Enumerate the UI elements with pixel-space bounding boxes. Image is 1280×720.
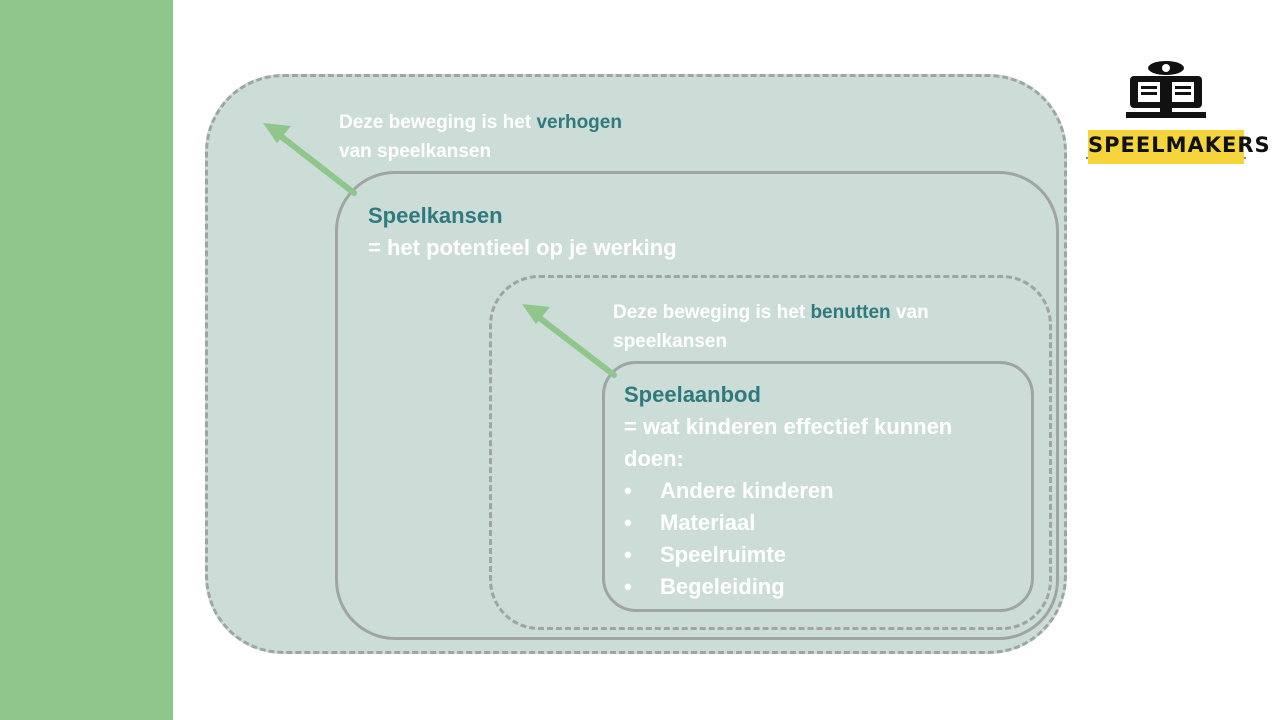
outer-caption-post: van speelkansen [339,141,492,162]
list-item: Speelruimte [624,539,1024,571]
outer-caption-pre: Deze beweging is het [339,112,537,133]
speelaanbod-definition-2: doen: [624,446,684,471]
inner-caption-highlight: benutten [810,302,891,323]
speelaanbod-definition-1: = wat kinderen effectief kunnen [624,414,953,439]
speelaanbod-title: Speelaanbod [624,382,761,407]
arrow-benutten [522,304,617,378]
arrow-verhogen [263,123,357,196]
left-sidebar-band [0,0,173,720]
speelmakers-logo-text: SPEELMAKERS [1088,130,1270,164]
speelkansen-definition: = het potentieel op je werking [368,235,677,260]
inner-caption-post-1: van [890,302,929,323]
speelaanbod-text: Speelaanbod = wat kinderen effectief kun… [624,379,1024,603]
list-item: Materiaal [624,507,1024,539]
speelaanbod-list: Andere kinderen Materiaal Speelruimte Be… [624,475,1024,603]
game-console-icon [1086,61,1246,159]
speelkansen-text: Speelkansen = het potentieel op je werki… [368,200,968,264]
inner-caption-pre: Deze beweging is het [613,302,811,323]
list-item: Andere kinderen [624,475,1024,507]
outer-caption: Deze beweging is het verhogen van speelk… [339,108,679,166]
inner-caption: Deze beweging is het benutten van speelk… [613,298,1013,356]
list-item: Begeleiding [624,571,1024,603]
speelkansen-title: Speelkansen [368,203,503,228]
inner-caption-post-2: speelkansen [613,331,728,352]
outer-caption-highlight: verhogen [536,112,622,133]
